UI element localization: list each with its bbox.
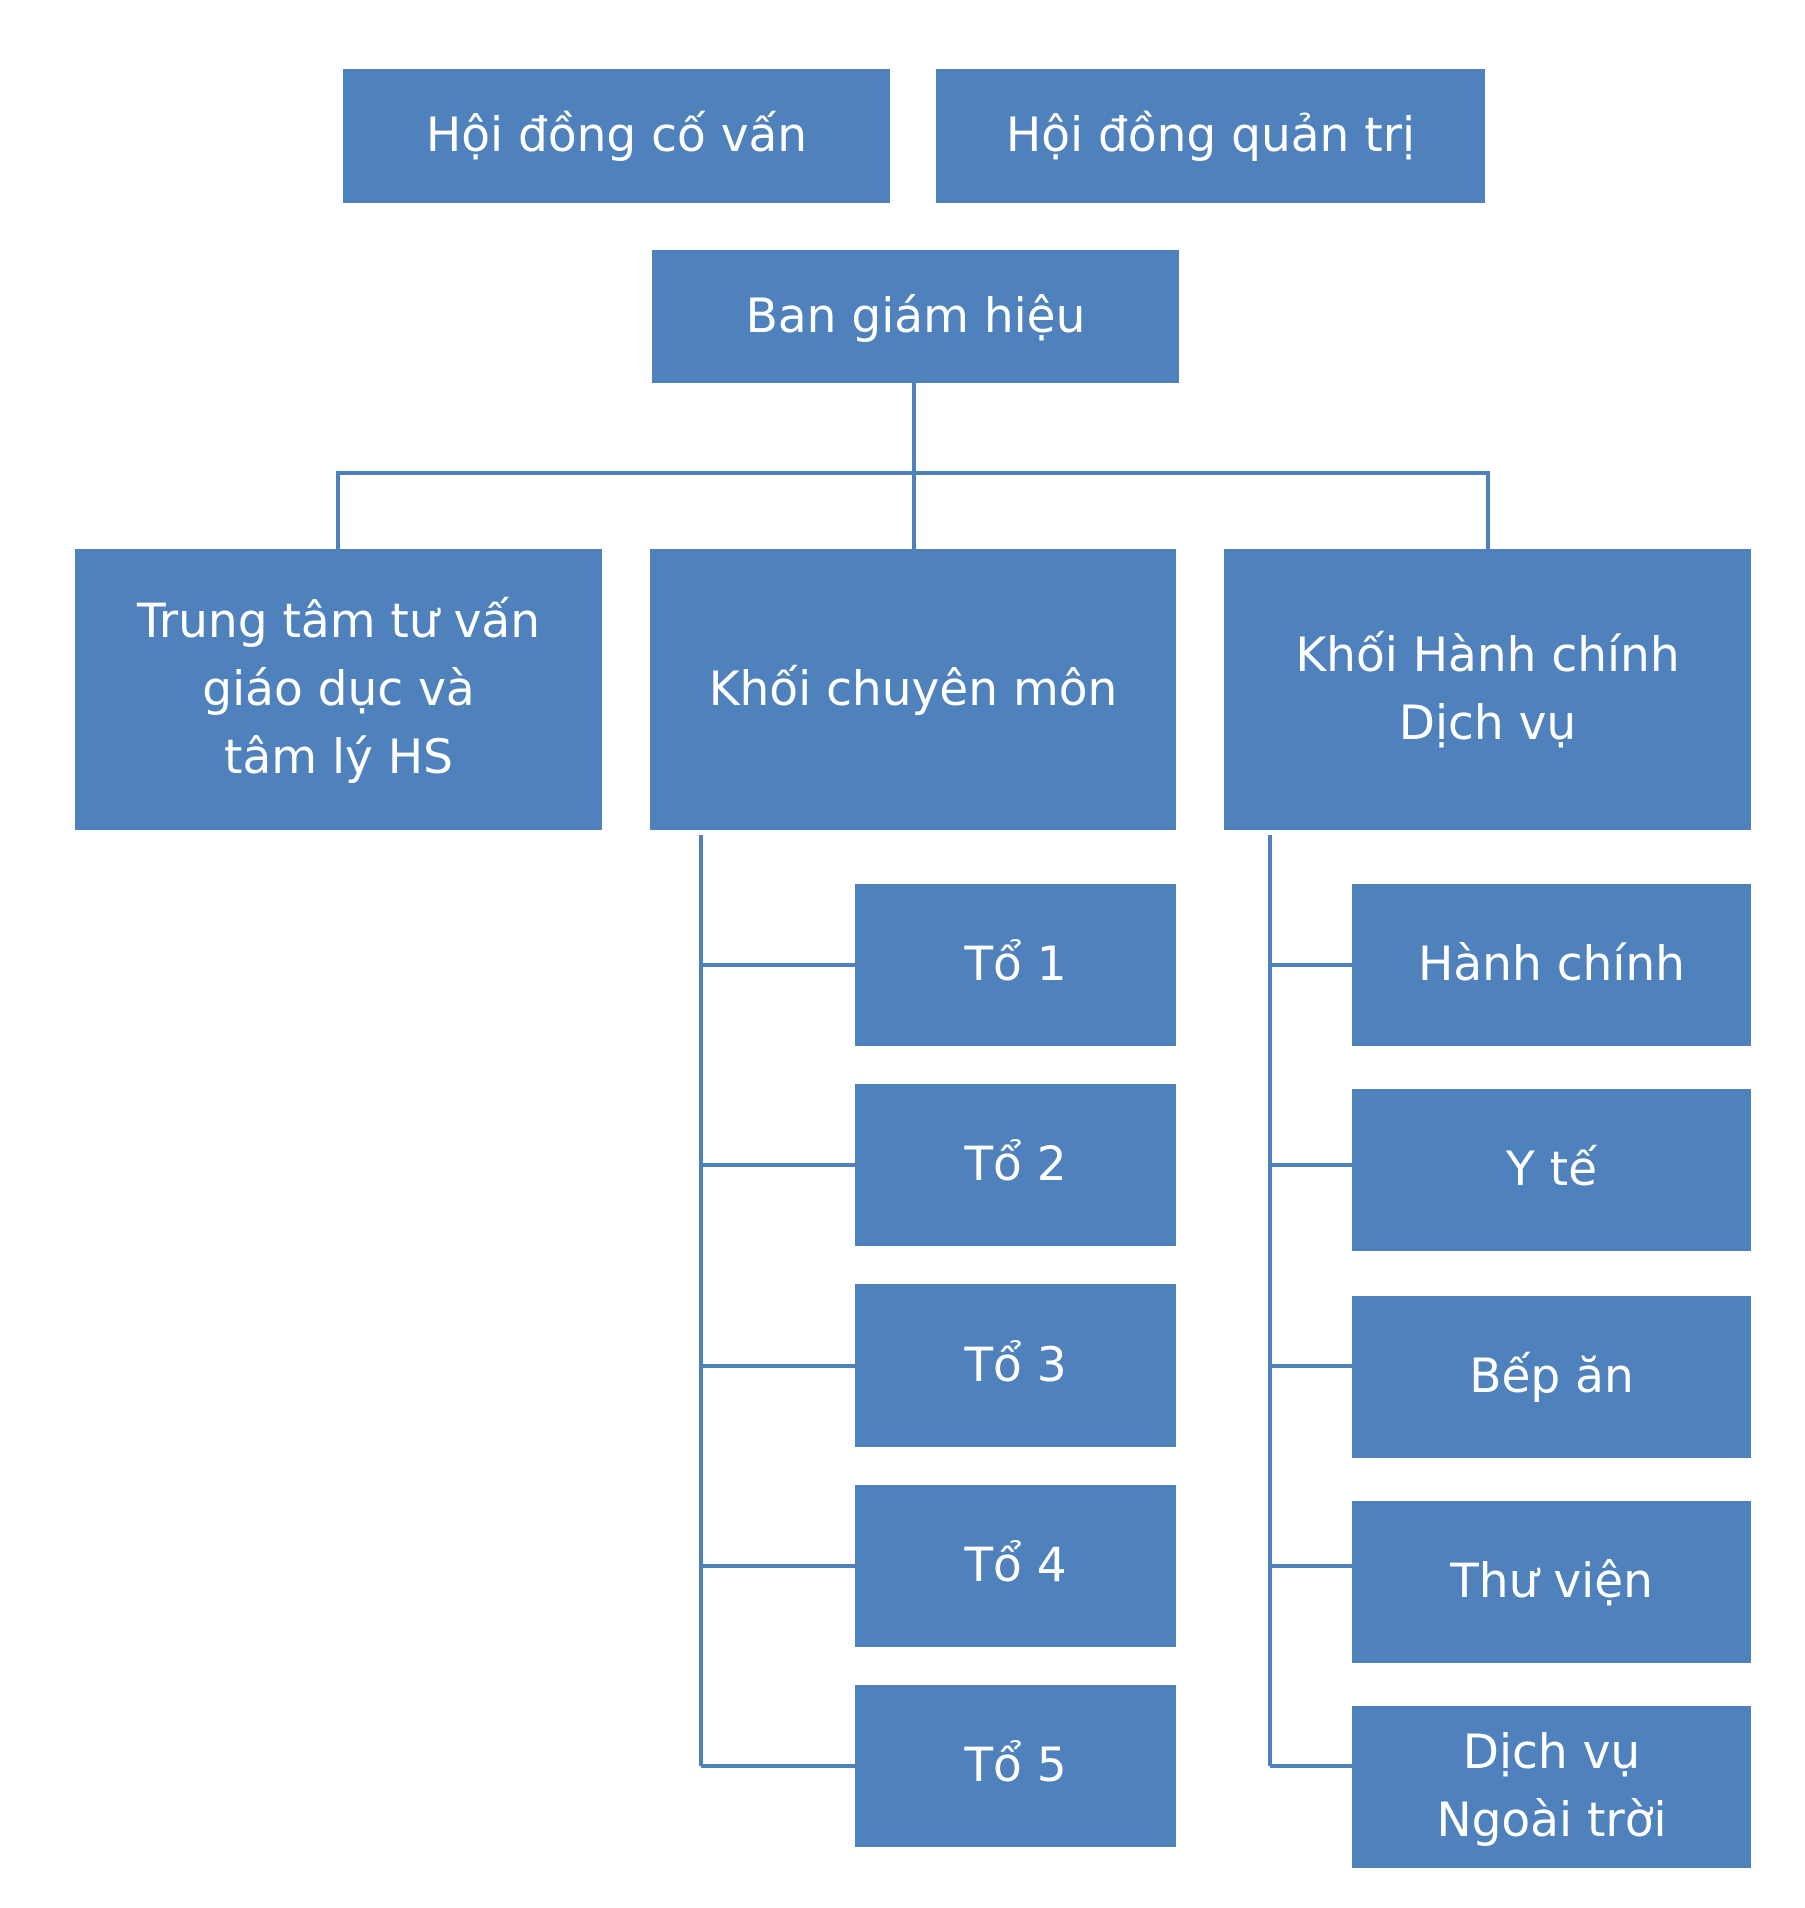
academic-group-box: Tổ 3 [855, 1284, 1176, 1447]
academic-division-box: Khối chuyên môn [650, 549, 1176, 830]
service-unit-box: Bếp ăn [1352, 1296, 1751, 1458]
leadership-box: Ban giám hiệu [652, 250, 1179, 383]
service-unit-box: Thư viện [1352, 1501, 1751, 1663]
service-unit-box: Dịch vụ Ngoài trời [1352, 1706, 1751, 1868]
academic-group-box: Tổ 1 [855, 884, 1176, 1046]
counseling-center-box: Trung tâm tư vấn giáo dục và tâm lý HS [75, 549, 602, 830]
academic-group-box: Tổ 2 [855, 1084, 1176, 1246]
service-unit-box: Y tế [1352, 1089, 1751, 1251]
service-unit-box: Hành chính [1352, 884, 1751, 1046]
advisory-board-box: Hội đồng cố vấn [343, 69, 890, 203]
admin-service-division-box: Khối Hành chính Dịch vụ [1224, 549, 1751, 830]
board-of-directors-box: Hội đồng quản trị [936, 69, 1485, 203]
academic-group-box: Tổ 4 [855, 1485, 1176, 1647]
academic-group-box: Tổ 5 [855, 1685, 1176, 1847]
